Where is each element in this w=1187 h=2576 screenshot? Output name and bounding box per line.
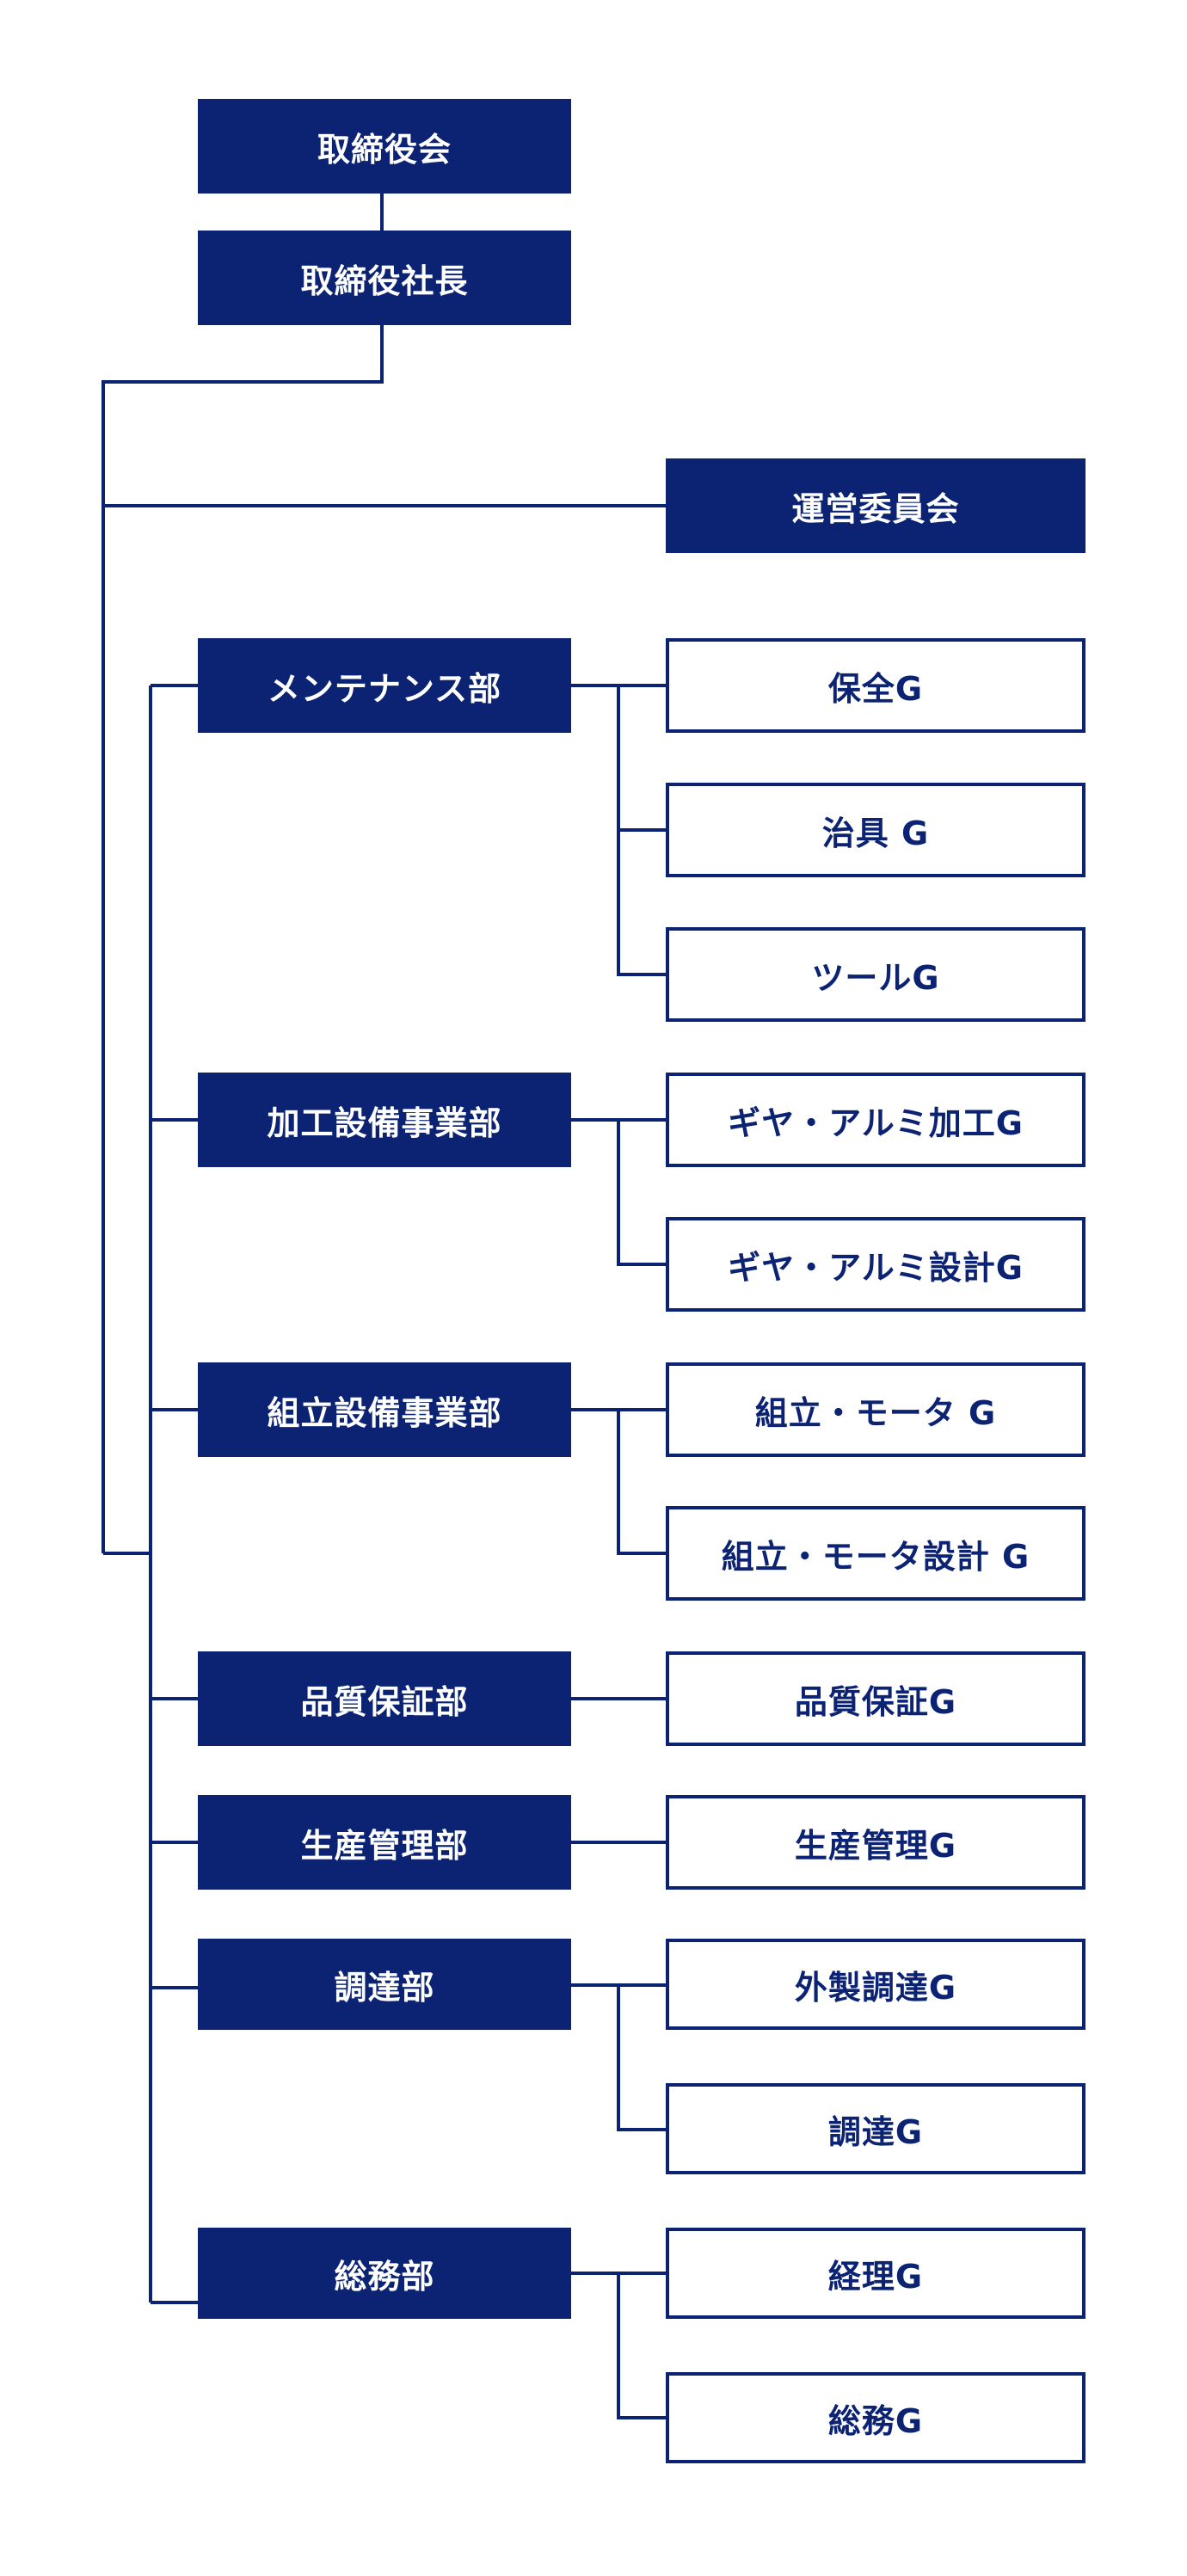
group-box: 生産管理G — [666, 1795, 1086, 1890]
management-committee-box: 運営委員会 — [666, 458, 1086, 553]
group-box: 保全G — [666, 638, 1086, 733]
group-box: ギヤ・アルミ設計G — [666, 1217, 1086, 1312]
dept-production-control: 生産管理部 — [198, 1795, 571, 1890]
group-connector — [617, 1120, 666, 1266]
dept-procurement: 調達部 — [198, 1939, 571, 2030]
group-box: 総務G — [666, 2372, 1086, 2463]
group-connector — [617, 1985, 666, 2131]
main-trunk — [101, 325, 384, 1553]
dept-machining-equipment: 加工設備事業部 — [198, 1073, 571, 1167]
group-box: 治具 G — [666, 783, 1086, 877]
group-box: 外製調達G — [666, 1939, 1086, 2030]
dept-quality-assurance: 品質保証部 — [198, 1651, 571, 1746]
group-box: 組立・モータ設計 G — [666, 1506, 1086, 1601]
group-box: 組立・モータ G — [666, 1362, 1086, 1457]
group-box: 品質保証G — [666, 1651, 1086, 1746]
dept-maintenance: メンテナンス部 — [198, 638, 571, 733]
board-of-directors-box: 取締役会 — [198, 99, 571, 194]
group-connector — [617, 2273, 666, 2419]
dept-general-affairs: 総務部 — [198, 2228, 571, 2319]
dept-assembly-equipment: 組立設備事業部 — [198, 1362, 571, 1457]
group-connector — [617, 685, 666, 976]
group-box: ツールG — [666, 927, 1086, 1022]
group-box: ギヤ・アルミ加工G — [666, 1073, 1086, 1167]
president-box: 取締役社長 — [198, 231, 571, 325]
group-connector — [617, 1410, 666, 1555]
group-box: 調達G — [666, 2083, 1086, 2174]
group-box: 経理G — [666, 2228, 1086, 2319]
